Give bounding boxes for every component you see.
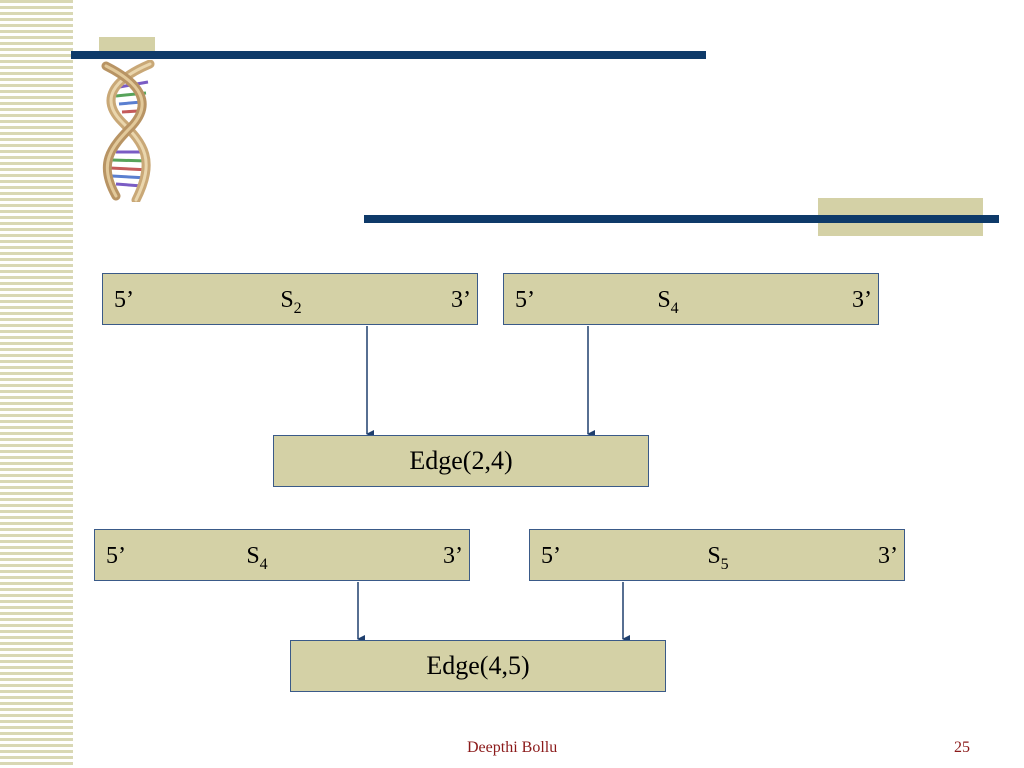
strand-name: S5	[707, 543, 729, 573]
dna-helix-icon	[101, 60, 155, 202]
five-prime-label: 5’	[106, 543, 126, 569]
strand-box-s2: 5’ S2 3’	[102, 273, 478, 325]
edge-box-2-4: Edge(2,4)	[273, 435, 649, 487]
five-prime-label: 5’	[114, 287, 134, 313]
top-rule	[71, 51, 706, 59]
five-prime-label: 5’	[541, 543, 561, 569]
three-prime-label: 3’	[878, 543, 898, 569]
footer-author: Deepthi Bollu	[467, 739, 558, 756]
striped-side-bar	[0, 0, 73, 768]
strand-name: S4	[657, 287, 679, 317]
strand-name: S4	[246, 543, 268, 573]
edge-box-4-5: Edge(4,5)	[290, 640, 666, 692]
page-number: 25	[954, 739, 970, 756]
five-prime-label: 5’	[515, 287, 535, 313]
three-prime-label: 3’	[451, 287, 471, 313]
strand-box-s4: 5’ S4 3’	[503, 273, 879, 325]
bottom-rule	[364, 215, 999, 223]
strand-name: S2	[280, 287, 302, 317]
strand-box-s4: 5’ S4 3’	[94, 529, 470, 581]
three-prime-label: 3’	[443, 543, 463, 569]
strand-box-s5: 5’ S5 3’	[529, 529, 905, 581]
three-prime-label: 3’	[852, 287, 872, 313]
